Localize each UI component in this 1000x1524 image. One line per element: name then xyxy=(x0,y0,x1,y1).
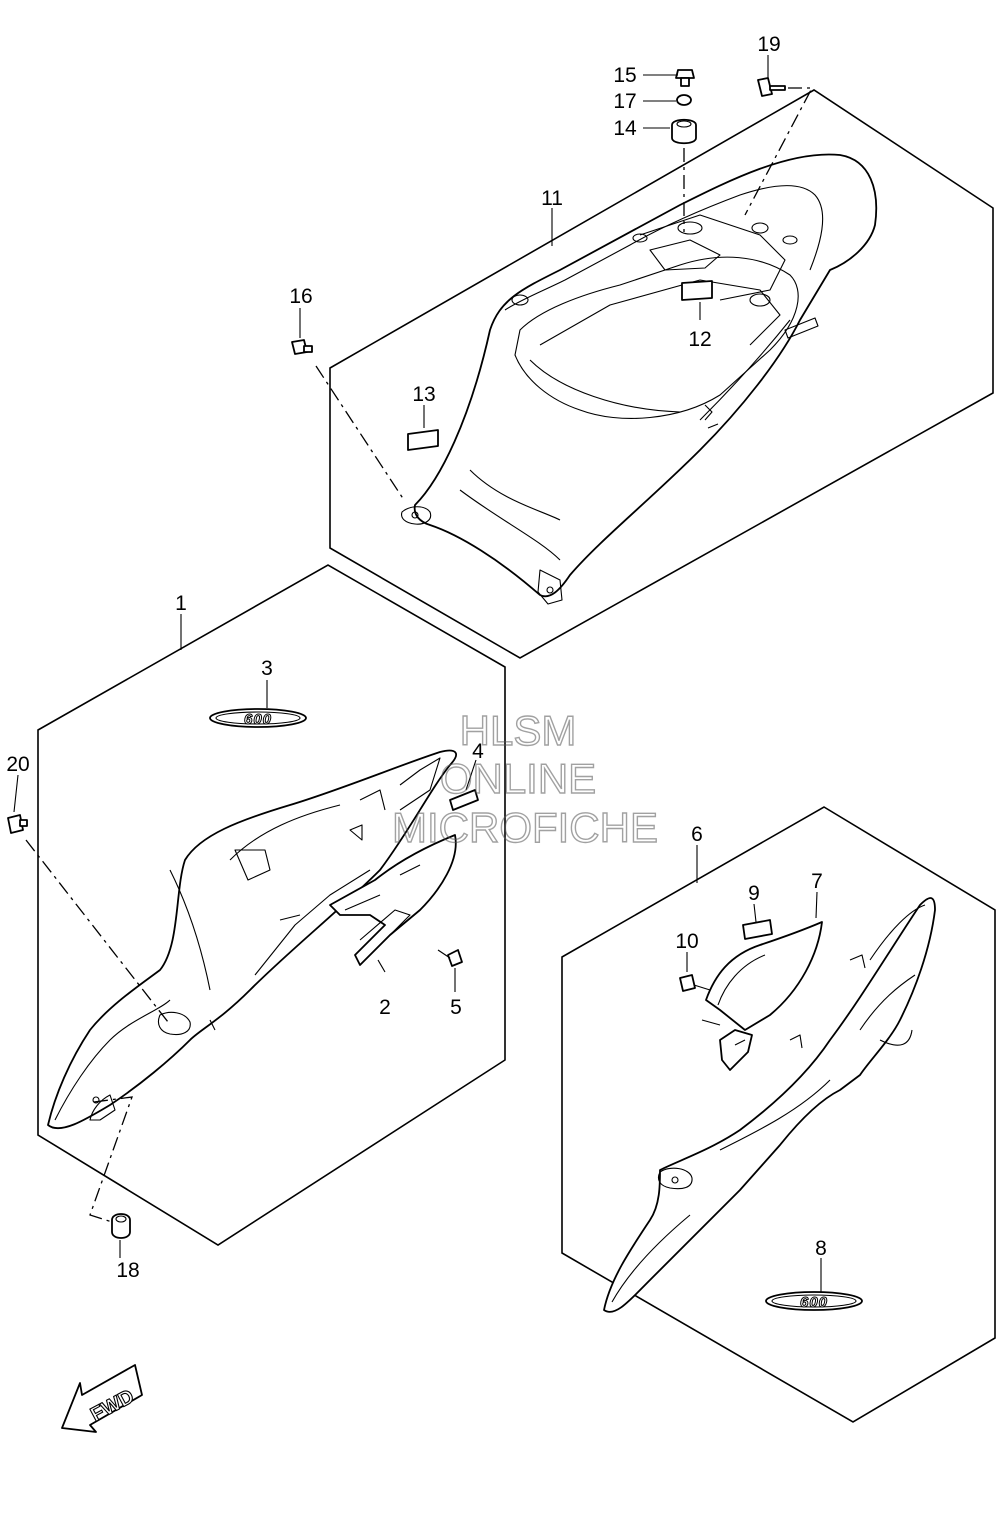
bolt-16 xyxy=(291,339,313,355)
bolt-19 xyxy=(757,77,786,97)
callout-11: 11 xyxy=(541,187,563,210)
leader-lines xyxy=(13,55,822,1292)
watermark-line-3: MICROFICHE xyxy=(392,804,658,851)
screw-10 xyxy=(679,974,711,992)
label-4-decal xyxy=(449,789,479,811)
callout-20: 20 xyxy=(6,753,29,776)
bolt-15 xyxy=(675,69,695,87)
callout-1: 1 xyxy=(175,592,187,615)
screw-5 xyxy=(437,949,463,967)
callout-4: 4 xyxy=(472,740,484,763)
callout-9: 9 xyxy=(748,882,760,905)
label-12-decal xyxy=(681,280,713,301)
watermark-line-1: HLSM xyxy=(460,707,577,754)
grommet-18 xyxy=(111,1213,131,1239)
callout-8: 8 xyxy=(815,1237,827,1260)
seat-tail-cover xyxy=(401,153,878,605)
emblem-3-text: 600 xyxy=(244,711,272,728)
group-box-frame-cover-left xyxy=(37,564,506,1246)
watermark-line-2: ONLINE xyxy=(440,755,596,802)
callout-7: 7 xyxy=(811,870,823,893)
group-box-seat-tail xyxy=(329,89,994,659)
group-box-frame-cover-right xyxy=(561,806,996,1423)
emblem-3: 600 xyxy=(209,708,307,729)
frame-cover-right xyxy=(603,897,936,1313)
emblem-8: 600 xyxy=(765,1291,863,1312)
emblem-8-text: 600 xyxy=(800,1294,828,1311)
callout-18: 18 xyxy=(116,1259,139,1282)
callout-17: 17 xyxy=(613,90,636,113)
callout-10: 10 xyxy=(675,930,698,953)
watermark: HLSM ONLINE MICROFICHE xyxy=(391,706,658,851)
callout-6: 6 xyxy=(691,823,703,846)
callout-12: 12 xyxy=(688,328,711,351)
nut-17 xyxy=(676,94,692,106)
callout-3: 3 xyxy=(261,657,273,680)
frame-cover-left xyxy=(47,749,457,1130)
label-13-decal xyxy=(407,429,439,451)
callout-14: 14 xyxy=(613,117,637,140)
callout-19: 19 xyxy=(757,33,780,56)
fwd-arrow-icon: FWD xyxy=(61,1364,143,1433)
callout-16: 16 xyxy=(289,285,312,308)
grommet-14 xyxy=(671,118,697,145)
callout-5: 5 xyxy=(450,996,462,1019)
callout-13: 13 xyxy=(412,383,435,406)
callout-2: 2 xyxy=(379,996,391,1019)
inner-cover-2 xyxy=(329,834,457,966)
trim-piece-7 xyxy=(701,921,823,1071)
bolt-20 xyxy=(7,814,28,834)
label-9-decal xyxy=(742,919,773,940)
callout-15: 15 xyxy=(613,64,636,87)
callout-numbers: 19 15 17 14 11 16 12 13 1 3 4 20 6 7 9 1… xyxy=(6,33,827,1282)
